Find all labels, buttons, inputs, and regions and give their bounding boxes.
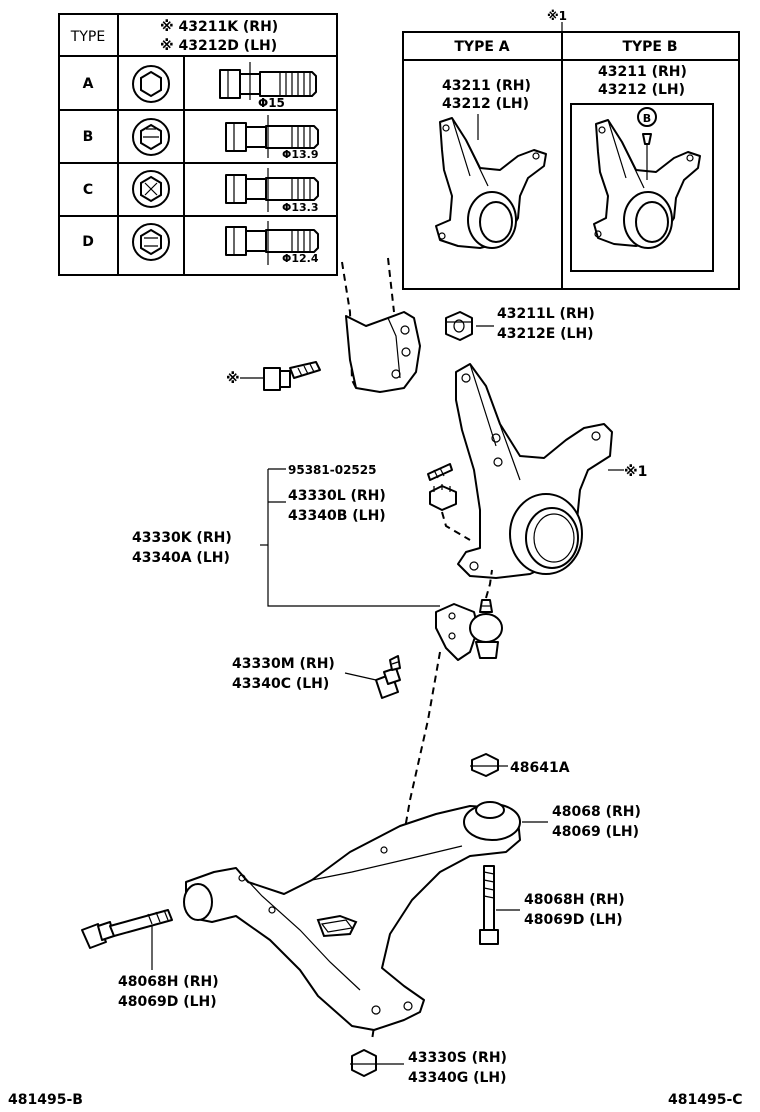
table-dim-c: Φ13.3 [282, 201, 319, 214]
bolt-side-view-a [219, 62, 317, 100]
top-nut-part-lh: 43212E (LH) [497, 326, 594, 342]
left-bolt-part-lh: 48069D (LH) [118, 994, 217, 1010]
left-horizontal-bolt [81, 909, 173, 949]
type-a-label: TYPE A [454, 39, 509, 55]
right-bolt-part-lh: 48069D (LH) [524, 912, 623, 928]
bushing-part-lh: 48069 (LH) [552, 824, 639, 840]
type-a-part-lh: 43212 (LH) [442, 96, 529, 112]
bushing-part-rh: 48068 (RH) [552, 804, 641, 820]
bottom-flange-nut [350, 1049, 378, 1077]
ball-joint-bracket-line [267, 469, 440, 607]
type-b-marker: B [643, 112, 651, 125]
table-dim-a: Φ15 [258, 96, 285, 110]
bolt-side-view-b [225, 115, 319, 158]
bolt-head-view-d [132, 223, 170, 261]
footer-code-right: 481495-C [668, 1092, 743, 1108]
ball-joint-part-rh: 43330K (RH) [132, 530, 232, 546]
knuckle-box-ref-mark: ※1 [547, 9, 567, 23]
castle-nut-part-rh: 43330L (RH) [288, 488, 386, 504]
strut-bolt: ※ [226, 361, 321, 391]
table-row-type-c: C [83, 182, 93, 198]
table-dim-b: Φ13.9 [282, 148, 319, 161]
table-header-part-rh: ※ 43211K (RH) [160, 19, 278, 35]
bolt-side-view-d [225, 221, 319, 265]
bolt-head-view-b [132, 118, 170, 156]
type-a-part-rh: 43211 (RH) [442, 78, 531, 94]
top-flange-nut [445, 311, 494, 341]
left-bolt-part-rh: 48068H (RH) [118, 974, 219, 990]
table-header-part-lh: ※ 43212D (LH) [160, 38, 277, 54]
strut-outline [341, 257, 421, 393]
type-b-part-lh: 43212 (LH) [598, 82, 685, 98]
ball-joint [435, 599, 503, 661]
castle-nut-part-lh: 43340B (LH) [288, 508, 386, 524]
cotter-pin-part: 95381-02525 [288, 463, 376, 477]
table-row-type-a: A [83, 76, 94, 92]
type-b-part-rh: 43211 (RH) [598, 64, 687, 80]
table-row-type-d: D [82, 234, 94, 250]
mid-nut-part: 48641A [510, 760, 570, 776]
table-row-type-b: B [83, 129, 94, 145]
knuckle-type-box: ※1 TYPE A TYPE B 43211 (RH) 43212 (LH) 4… [402, 9, 740, 290]
table-dim-d: Φ12.4 [282, 252, 319, 265]
knuckle-type-b-drawing: B [593, 107, 701, 249]
table-header-type: TYPE [70, 29, 105, 45]
lower-control-arm [183, 801, 521, 1031]
cotter-pin [427, 463, 453, 481]
footer-code-left: 481495-B [8, 1092, 83, 1108]
top-nut-part-rh: 43211L (RH) [497, 306, 595, 322]
bolt-head-view-a [132, 65, 170, 103]
castle-nut [429, 484, 457, 511]
type-b-label: TYPE B [622, 39, 677, 55]
knuckle-type-a-drawing [435, 117, 547, 249]
bolt-side-view-c [225, 168, 319, 212]
ball-joint-bolt [375, 655, 401, 699]
steering-knuckle [455, 363, 613, 579]
ball-joint-part-lh: 43340A (LH) [132, 550, 230, 566]
right-bolt-part-rh: 48068H (RH) [524, 892, 625, 908]
bolt-head-view-c [132, 170, 170, 208]
ball-joint-bolt-part-rh: 43330M (RH) [232, 656, 335, 672]
strut-bolt-mark: ※ [226, 371, 240, 387]
bottom-nut-part-lh: 43340G (LH) [408, 1070, 507, 1086]
bolt-type-table: TYPE ※ 43211K (RH) ※ 43212D (LH) A B C D [58, 13, 338, 276]
right-vertical-bolt [479, 865, 499, 945]
knuckle-ref-mark: ※1 [624, 464, 647, 480]
mid-flange-nut [470, 753, 500, 777]
bottom-nut-part-rh: 43330S (RH) [408, 1050, 507, 1066]
ball-joint-bolt-part-lh: 43340C (LH) [232, 676, 329, 692]
